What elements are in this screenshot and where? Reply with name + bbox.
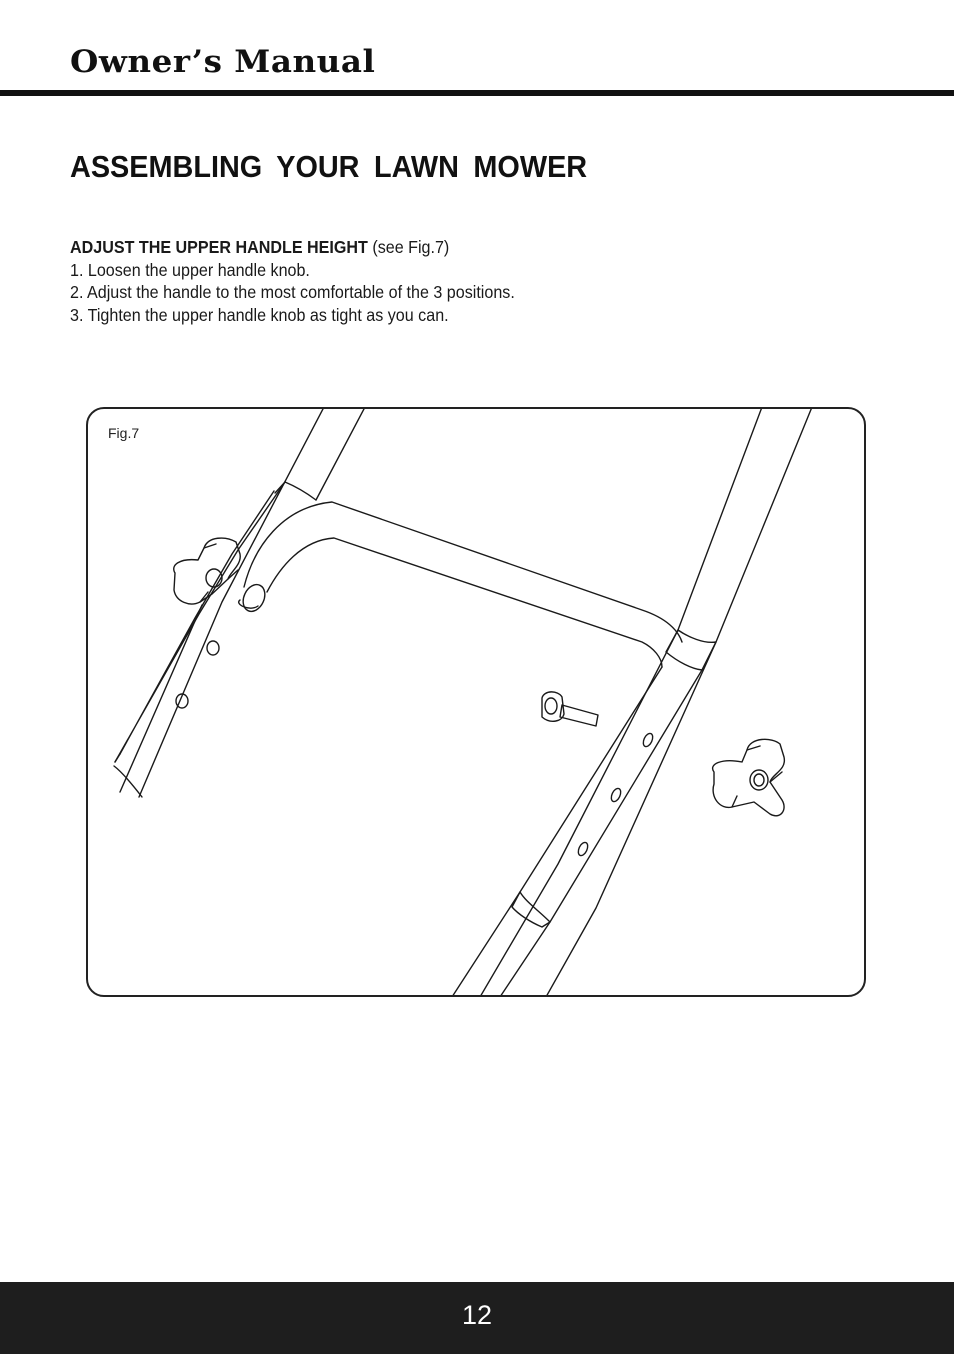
instruction-subheading: ADJUST THE UPPER HANDLE HEIGHT (70, 237, 368, 257)
footer-bar: 12 (0, 1282, 954, 1354)
instruction-title-line: ADJUST THE UPPER HANDLE HEIGHT (see Fig.… (70, 236, 515, 259)
right-knob-edge (731, 745, 783, 808)
right-tube-outer-lower (500, 669, 703, 995)
instructions: ADJUST THE UPPER HANDLE HEIGHT (see Fig.… (70, 236, 515, 326)
header-title: Owner’s Manual (70, 44, 376, 80)
left-tube-large-hole (242, 583, 266, 613)
left-knob-hole (205, 568, 223, 588)
instruction-step: 3. Tighten the upper handle knob as tigh… (70, 304, 449, 325)
header-rule (0, 90, 954, 96)
instruction-step: 2. Adjust the handle to the most comfort… (70, 282, 515, 302)
left-tube-hole (175, 693, 189, 709)
instruction-step: 1. Loosen the upper handle knob. (70, 259, 310, 280)
right-knob-hole-inner (753, 773, 765, 787)
bolt-head-face (544, 697, 558, 715)
bolt-head (541, 691, 565, 722)
figure-label: Fig.7 (108, 425, 140, 441)
right-upper-collar (665, 629, 717, 671)
left-tube-slot (114, 481, 286, 763)
left-knob (173, 537, 241, 605)
handle-assembly-drawing (113, 409, 812, 995)
right-tube-hole (577, 841, 589, 857)
right-tube-outer (546, 409, 812, 995)
lower-handle-outer (243, 501, 683, 643)
right-tube-hole (642, 732, 654, 748)
right-tube-hole (610, 787, 622, 803)
right-tube-inner (480, 409, 762, 995)
left-tube-front-edge (119, 604, 203, 793)
left-knob-edge (199, 543, 239, 603)
right-knob-hole (749, 769, 769, 791)
page-number: 12 (461, 1300, 493, 1330)
left-tube-hole (206, 640, 220, 656)
section-heading: ASSEMBLING YOUR LAWN MOWER (70, 149, 588, 184)
left-tube-slot-end (113, 753, 143, 798)
right-knob (711, 738, 786, 817)
bolt-shaft (559, 704, 599, 727)
right-lower-collar (511, 891, 551, 928)
left-collar (274, 481, 317, 501)
lower-handle-inner (266, 537, 663, 668)
figure-reference: (see Fig.7) (367, 237, 450, 257)
left-upper-tube (138, 409, 324, 798)
figure-box: Fig.7 (86, 407, 866, 997)
left-upper-tube-edge (315, 409, 365, 501)
lower-handle-end (238, 599, 259, 609)
